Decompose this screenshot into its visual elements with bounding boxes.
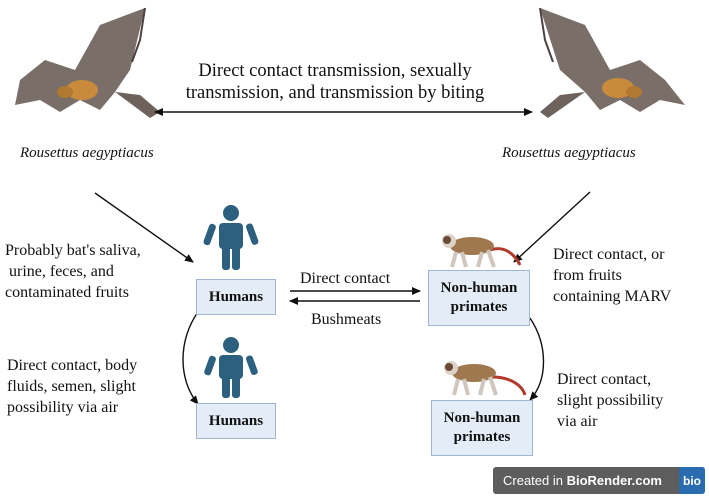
diagram-title: Direct contact transmission, sexually tr…	[185, 61, 485, 103]
human-top-icon	[203, 205, 259, 270]
bat-right-icon	[539, 7, 685, 118]
biorender-badge[interactable]: Created in BioRender.com bio	[493, 467, 705, 494]
species-label-right: Rousettus aegyptiacus	[502, 145, 636, 161]
species-label-left: Rousettus aegyptiacus	[20, 145, 154, 161]
primates-bottom-node: Non-human primates	[431, 400, 533, 456]
human-bottom-icon	[204, 337, 258, 398]
primate-to-human-label: Direct contact	[300, 270, 391, 287]
arrow-humans-to-humans	[182, 311, 199, 405]
arrow-bat-to-primates	[513, 191, 591, 263]
human-to-primate-label: Bushmeats	[311, 311, 382, 328]
bat-to-primate-label: Direct contact, or from fruits containin…	[553, 246, 672, 305]
badge-brand: BioRender.com	[566, 473, 662, 488]
bat-left-icon	[15, 7, 160, 118]
biorender-logo-icon: bio	[679, 467, 705, 494]
humans-bottom-node: Humans	[196, 403, 276, 439]
arrow-primates-to-primates	[529, 317, 545, 401]
primates-top-node: Non-human primates	[428, 270, 530, 326]
badge-prefix: Created in	[503, 473, 567, 488]
monkey-top-icon	[442, 234, 522, 268]
arrow-bat-to-humans	[94, 192, 194, 263]
humans-top-node: Humans	[196, 279, 276, 315]
primate-to-primate-label: Direct contact, slight possibility via a…	[557, 371, 664, 430]
human-to-human-label: Direct contact, body fluids, semen, slig…	[7, 357, 138, 416]
monkey-bottom-icon	[444, 361, 527, 396]
bat-to-human-label: Probably bat's saliva, urine, feces, and…	[5, 242, 141, 301]
